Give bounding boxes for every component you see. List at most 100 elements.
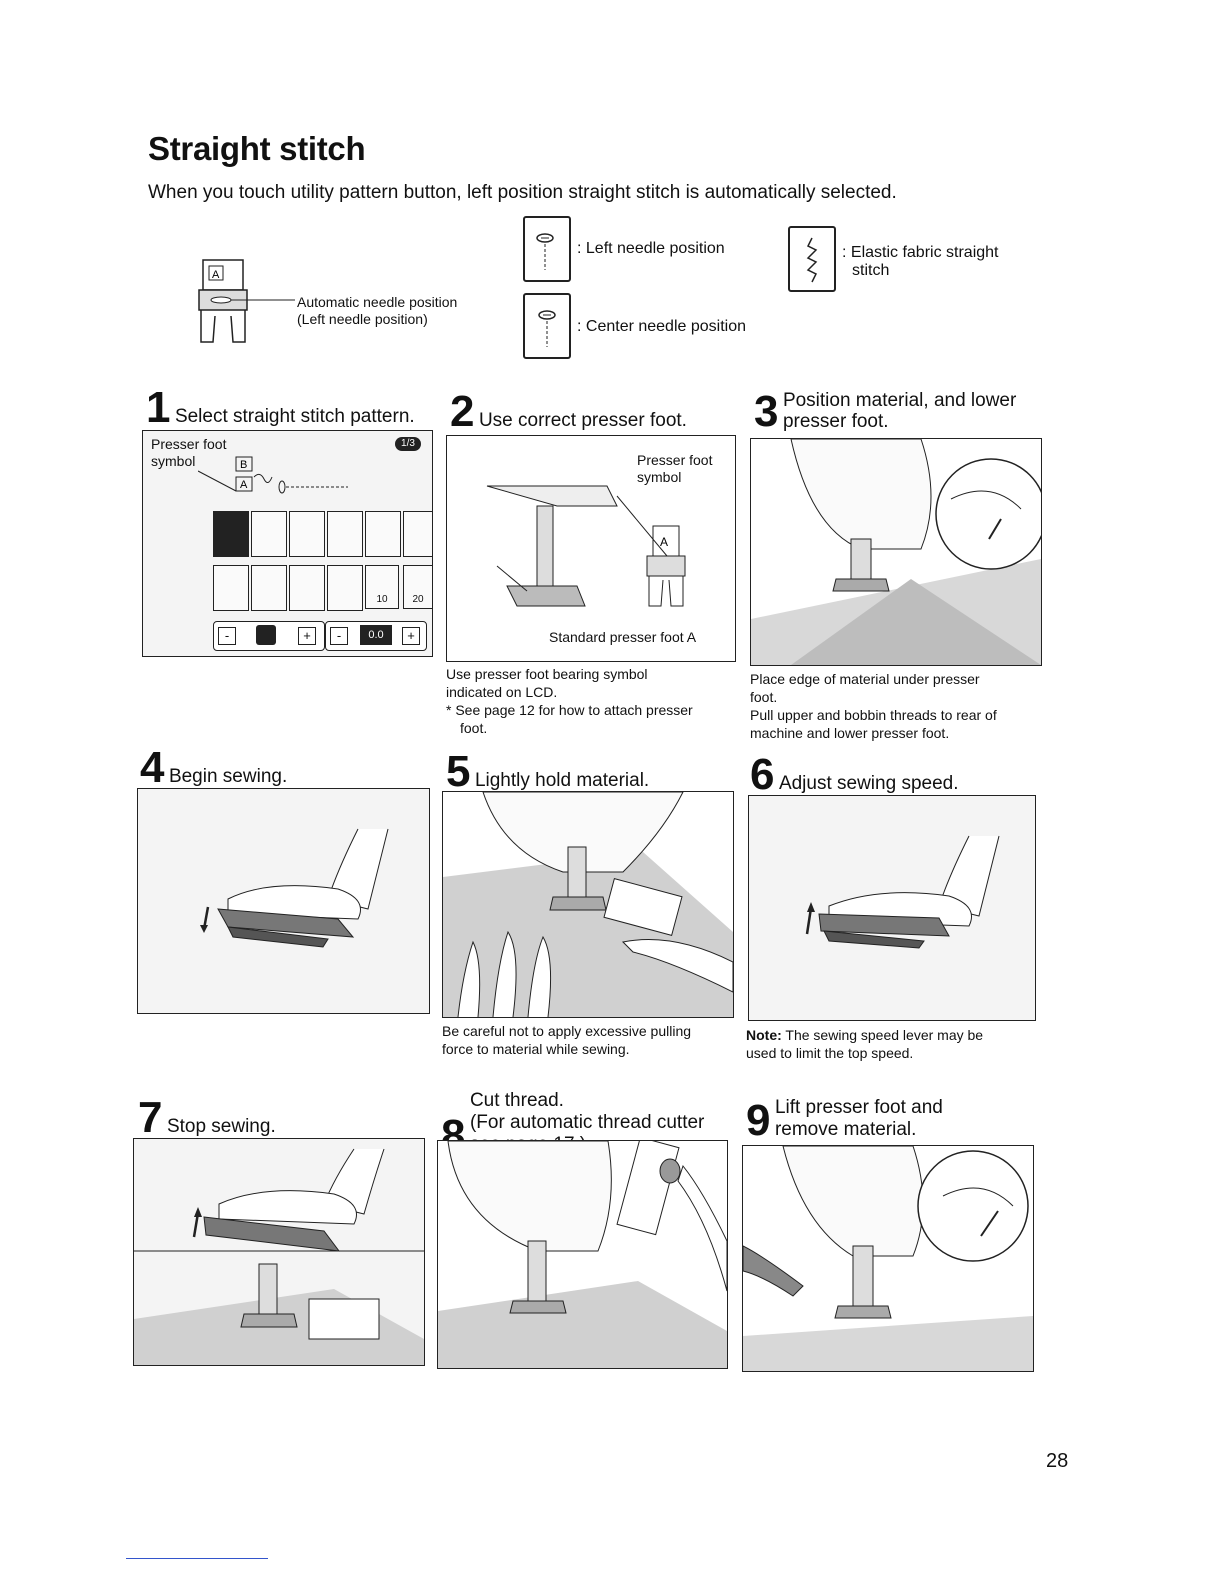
callout-line1: Presser foot (637, 452, 713, 468)
step-label-line1: Lift presser foot and (774, 1097, 943, 1118)
stitch-key-tricot[interactable] (365, 511, 401, 557)
note-text: The sewing speed lever may be (781, 1027, 984, 1043)
step-label: Use correct presser foot. (478, 410, 687, 431)
caption-line: indicated on LCD. (446, 684, 558, 700)
callout-line1: Presser foot (151, 436, 227, 452)
width-plus-button[interactable]: + (298, 627, 316, 645)
auto-needle-label: Automatic needle position (Left needle p… (297, 294, 457, 328)
width-value-icon (256, 625, 276, 645)
step-3-caption: Place edge of material under presser foo… (750, 670, 997, 742)
step-label: Adjust sewing speed. (778, 773, 959, 794)
elastic-stitch-button-icon (788, 226, 836, 292)
stop-sewing-figure (133, 1138, 425, 1366)
stitch-key-satin[interactable] (327, 565, 363, 611)
step-label: Lightly hold material. (474, 770, 650, 791)
svg-text:A: A (212, 269, 220, 281)
stitch-keys-row2: 10 20 (213, 565, 432, 620)
center-needle-button-icon (523, 293, 571, 359)
step-label-line2: presser foot. (782, 411, 889, 432)
width-minus-button[interactable]: - (218, 627, 236, 645)
elastic-stitch-label: : Elastic fabric straight stitch (842, 244, 999, 280)
caption-line: used to limit the top speed. (746, 1045, 914, 1061)
callout-line2: symbol (637, 469, 682, 485)
auto-needle-label-line2: (Left needle position) (297, 311, 428, 327)
svg-text:B: B (240, 459, 247, 471)
step-label: Lift presser foot and remove material. (775, 1097, 943, 1141)
stitch-key-scallop[interactable] (213, 565, 249, 611)
stitch-key-straight-center[interactable] (251, 511, 287, 557)
begin-sewing-figure (137, 788, 430, 1014)
width-control: - + (213, 621, 325, 651)
step-label: Begin sewing. (168, 766, 288, 787)
step-2-heading: 2 Use correct presser foot. (450, 387, 687, 436)
svg-text:A: A (660, 535, 668, 549)
hold-material-figure (442, 791, 734, 1018)
step-7-heading: 7 Stop sewing. (138, 1093, 276, 1142)
stitch-key-straight-left[interactable] (213, 511, 249, 557)
lcd-screen-figure: Presser foot symbol 1/3 B A 10 20 - + - … (142, 430, 433, 657)
intro-text: When you touch utility pattern button, l… (148, 182, 897, 203)
step-label: Stop sewing. (166, 1116, 276, 1137)
caption-line: Be careful not to apply excessive pullin… (442, 1023, 692, 1039)
step-9-heading: 9 Lift presser foot and remove material. (746, 1096, 943, 1145)
footer-line (126, 1558, 268, 1559)
stitch-keys-row1 (213, 511, 432, 566)
page-title: Straight stitch (148, 130, 366, 167)
remove-material-figure (742, 1145, 1034, 1372)
center-needle-label: : Center needle position (577, 318, 746, 335)
step-6-heading: 6 Adjust sewing speed. (750, 750, 959, 799)
step-1-heading: 1 Select straight stitch pattern. (146, 383, 415, 432)
callout-line2: symbol (151, 453, 196, 469)
caption-line: foot. (460, 720, 488, 736)
step-number: 6 (750, 750, 775, 799)
step-label-line1: Position material, and lower (782, 390, 1017, 411)
stitch-key-zigzag[interactable] (289, 511, 325, 557)
step-number: 7 (138, 1093, 163, 1142)
step-label-line2: (For automatic thread cutter (469, 1112, 705, 1133)
stitch-key-overcast[interactable] (327, 511, 363, 557)
caption-line: Use presser foot bearing symbol (446, 666, 648, 682)
note-label: Note: (746, 1027, 782, 1043)
step-label: Position material, and lower presser foo… (783, 390, 1016, 432)
step-label: Select straight stitch pattern. (174, 406, 415, 427)
step-3-heading: 3 Position material, and lower presser f… (754, 387, 1016, 436)
caption-line: * See page 12 for how to attach presser (446, 702, 693, 718)
caption-line: Pull upper and bobbin threads to rear of (750, 707, 997, 723)
length-minus-button[interactable]: - (330, 627, 348, 645)
page-indicator-badge: 1/3 (395, 437, 421, 451)
stitch-key-20[interactable]: 20 (403, 565, 432, 609)
step-number: 4 (140, 743, 165, 792)
elastic-stitch-label-line1: : Elastic fabric straight (842, 244, 999, 261)
caption-line: force to material while sewing. (442, 1041, 630, 1057)
standard-foot-label: Standard presser foot A (549, 629, 697, 645)
presser-foot-symbol-callout: Presser foot symbol (151, 436, 226, 470)
step-label-line2: remove material. (774, 1119, 917, 1140)
adjust-speed-figure (748, 795, 1036, 1021)
elastic-stitch-label-line2: stitch (852, 262, 890, 279)
length-value: 0.0 (360, 625, 392, 645)
step-number: 2 (450, 387, 475, 436)
presser-foot-symbol-callout: Presser foot symbol (637, 452, 712, 486)
caption-line: foot. (750, 689, 778, 705)
step-5-heading: 5 Lightly hold material. (446, 750, 650, 794)
stitch-key-elastic[interactable] (403, 511, 432, 557)
cut-thread-figure (437, 1140, 728, 1369)
stitch-key-bar[interactable] (289, 565, 325, 611)
length-plus-button[interactable]: + (402, 627, 420, 645)
stitch-key-10[interactable]: 10 (365, 565, 399, 609)
left-needle-label: : Left needle position (577, 240, 725, 257)
caption-line: Place edge of material under presser (750, 671, 980, 687)
step-number: 9 (746, 1096, 771, 1145)
step-label-line1: Cut thread. (469, 1090, 564, 1111)
presser-foot-figure: Presser foot symbol A Standard presser f… (446, 435, 736, 662)
step-number: 3 (754, 387, 779, 436)
step-6-note: Note: The sewing speed lever may be used… (746, 1026, 983, 1062)
svg-text:A: A (240, 479, 248, 491)
length-control: - 0.0 + (325, 621, 427, 651)
step-number: 1 (146, 383, 171, 432)
auto-needle-label-line1: Automatic needle position (297, 294, 458, 310)
stitch-key-wave[interactable] (251, 565, 287, 611)
position-material-figure (750, 438, 1042, 666)
caption-line: Note: The sewing speed lever may be (746, 1026, 983, 1044)
step-5-caption: Be careful not to apply excessive pullin… (442, 1022, 691, 1058)
